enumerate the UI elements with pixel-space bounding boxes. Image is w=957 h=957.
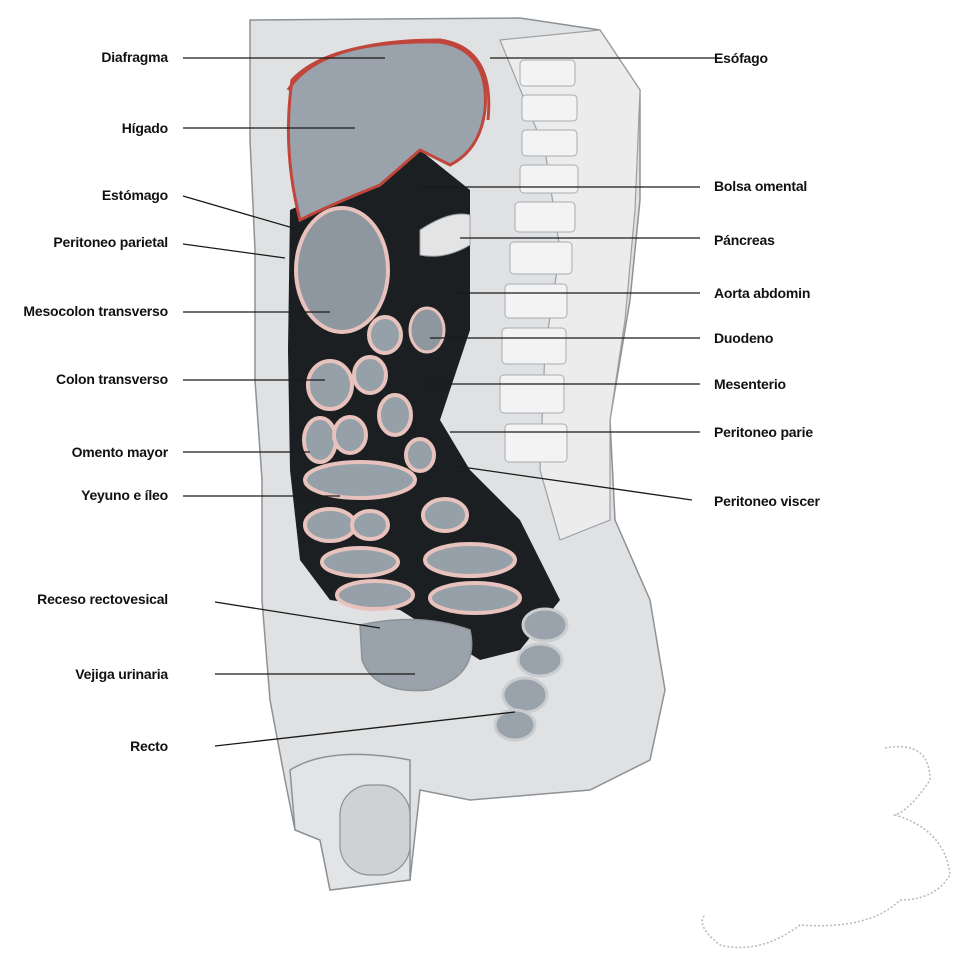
label-aorta-abdomin: Aorta abdomin	[714, 285, 810, 301]
label-peritoneo-viscer: Peritoneo viscer	[714, 493, 820, 509]
scrotum	[339, 784, 411, 876]
label-mesocolon-transverso: Mesocolon transverso	[23, 303, 168, 319]
label-omento-mayor: Omento mayor	[72, 444, 169, 460]
label-receso-rectovesical: Receso rectovesical	[37, 591, 168, 607]
label-peritoneo-parietal: Peritoneo parietal	[53, 234, 168, 250]
label-peritoneo-parie: Peritoneo parie	[714, 424, 813, 440]
leader-lines	[182, 57, 722, 747]
label-higado: Hígado	[122, 120, 168, 136]
label-bolsa-omental: Bolsa omental	[714, 178, 807, 194]
pancreas	[419, 213, 471, 257]
label-pancreas: Páncreas	[714, 232, 775, 248]
vertebrae	[499, 59, 579, 463]
label-recto: Recto	[130, 738, 168, 754]
leader-recto	[214, 711, 516, 747]
label-diafragma: Diafragma	[101, 49, 168, 65]
leader-peritoneo-viscer	[454, 465, 693, 501]
rectum	[493, 607, 569, 742]
leader-receso-rectovesical	[214, 601, 381, 629]
leader-peritoneo-parietal	[182, 243, 286, 259]
leader-estomago	[182, 195, 301, 231]
urinary-bladder	[359, 618, 473, 692]
label-estomago: Estómago	[102, 187, 168, 203]
label-vejiga-urinaria: Vejiga urinaria	[75, 666, 168, 682]
label-yeyuno-e-ileo: Yeyuno e íleo	[81, 487, 168, 503]
label-colon-transverso: Colon transverso	[56, 371, 168, 387]
duodenum	[408, 306, 446, 354]
label-duodeno: Duodeno	[714, 330, 773, 346]
torn-paper-edge	[701, 746, 951, 949]
label-mesenterio: Mesenterio	[714, 376, 786, 392]
intestinal-loops	[302, 315, 522, 615]
diaphragm	[286, 38, 491, 121]
stomach	[294, 206, 390, 334]
label-esofago: Esófago	[714, 50, 768, 66]
